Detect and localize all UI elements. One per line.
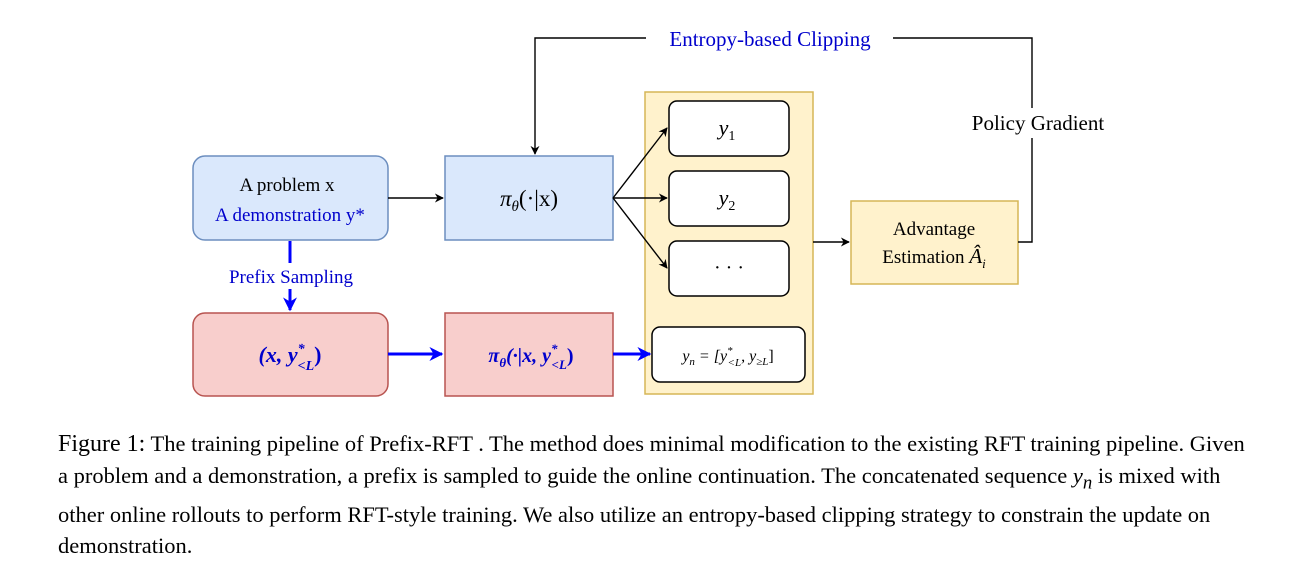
output-y1-label: y1	[717, 115, 736, 144]
prefix-policy-label: πθ(·|x, y*<L)	[488, 341, 573, 372]
policy-gradient-label-bg	[955, 108, 1121, 138]
entropy-clipping-label: Entropy-based Clipping	[669, 27, 871, 51]
demonstration-label: A demonstration y*	[215, 205, 365, 226]
output-y1	[668, 100, 790, 157]
prefix-sampling-label: Prefix Sampling	[229, 267, 354, 288]
output-yn-label: yn = [y*<L, y≥L]	[680, 345, 773, 369]
caption-text-a: The training pipeline of Prefix-RFT . Th…	[58, 431, 1245, 488]
caption-lead: Figure 1:	[58, 431, 146, 457]
prefix-sampling-label-bg	[213, 263, 369, 289]
prefix-policy-node	[444, 312, 614, 397]
estimation-label: Estimation Âi	[882, 244, 986, 271]
policy-node	[444, 155, 614, 241]
output-ellipsis	[668, 240, 790, 297]
policy-gradient-label: Policy Gradient	[972, 111, 1105, 135]
output-y2	[668, 170, 790, 227]
caption-yn-base: y	[1072, 463, 1083, 488]
output-y2-label: y2	[717, 185, 736, 214]
problem-node	[192, 155, 389, 241]
edge-entropy-clipping-loop	[530, 37, 646, 155]
prefix-label: (x, y*<L)	[259, 342, 322, 374]
output-yn	[651, 326, 806, 383]
advantage-label: Advantage	[893, 219, 975, 240]
caption-text-b: is mixed with other online rollouts to p…	[58, 463, 1221, 558]
pipeline-diagram: A problem x A demonstration y* πθ(·|x) (…	[192, 27, 1121, 397]
edge-policy-to-ellipsis	[612, 197, 668, 269]
problem-label: A problem x	[240, 175, 335, 196]
edge-policy-gradient-loop	[893, 37, 1033, 243]
policy-label: πθ(·|x)	[500, 186, 558, 215]
figure-caption: Figure 1: The training pipeline of Prefi…	[58, 428, 1258, 561]
output-ellipsis-label: · · ·	[714, 257, 744, 279]
edge-policy-to-y1	[612, 127, 668, 199]
advantage-node	[850, 200, 1019, 285]
caption-yn-sub: n	[1082, 472, 1093, 494]
